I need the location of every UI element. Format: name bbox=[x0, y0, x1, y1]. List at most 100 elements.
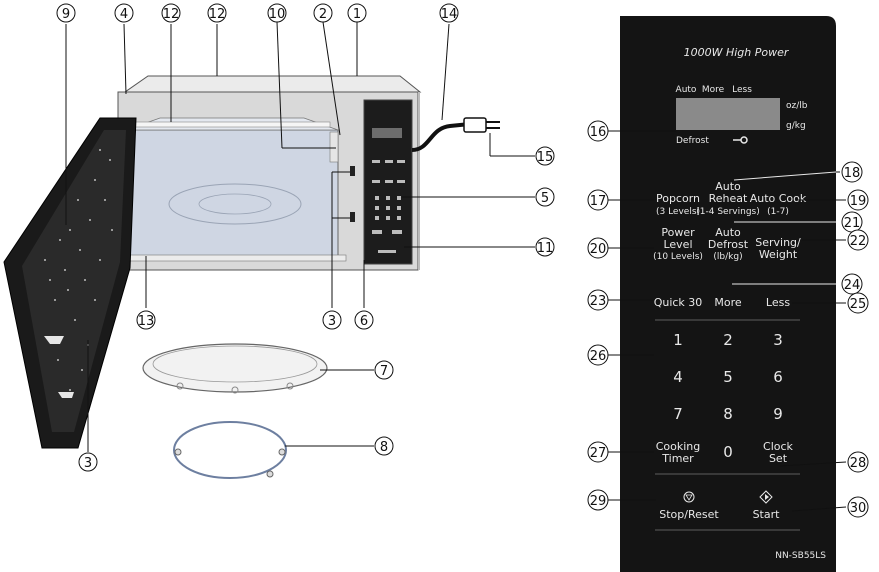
svg-text:3: 3 bbox=[84, 456, 92, 471]
key-4[interactable]: 4 bbox=[673, 368, 683, 386]
svg-text:Stop/Reset: Stop/Reset bbox=[659, 508, 719, 521]
svg-text:6: 6 bbox=[360, 314, 368, 329]
svg-text:Start: Start bbox=[753, 508, 781, 521]
callout-7: 7 bbox=[374, 360, 394, 380]
panel-title: 1000W High Power bbox=[684, 46, 790, 59]
display-more-label: More bbox=[702, 85, 725, 95]
cooking-timer-button[interactable]: Cooking Timer bbox=[656, 440, 701, 465]
glass-tray bbox=[142, 343, 328, 394]
key-8[interactable]: 8 bbox=[723, 405, 733, 423]
svg-text:(10 Levels): (10 Levels) bbox=[653, 252, 703, 262]
key-9[interactable]: 9 bbox=[773, 405, 783, 423]
cavity-light-strip bbox=[129, 121, 331, 128]
callout-17: 17 bbox=[587, 189, 609, 211]
cavity-turntable-outline bbox=[168, 183, 302, 225]
svg-text:30: 30 bbox=[850, 501, 867, 516]
auto-cook-button[interactable]: Auto Cook (1-7) bbox=[750, 192, 807, 217]
svg-text:(1-4 Servings): (1-4 Servings) bbox=[696, 207, 759, 217]
callout-15: 15 bbox=[535, 146, 555, 166]
roller-ring bbox=[173, 421, 287, 479]
svg-text:13: 13 bbox=[138, 314, 155, 329]
svg-text:25: 25 bbox=[850, 297, 867, 312]
more-button[interactable]: More bbox=[714, 296, 742, 309]
callout-1: 1 bbox=[347, 3, 367, 23]
svg-text:Clock: Clock bbox=[763, 440, 794, 453]
callout-12-right: 12 bbox=[207, 3, 227, 23]
callout-5: 5 bbox=[535, 187, 555, 207]
display-g-kg: g/kg bbox=[786, 121, 806, 131]
callout-28: 28 bbox=[847, 451, 869, 473]
callout-27: 27 bbox=[587, 441, 609, 463]
start-button[interactable]: Start bbox=[753, 490, 781, 521]
svg-text:27: 27 bbox=[590, 446, 607, 461]
svg-text:12: 12 bbox=[209, 7, 226, 22]
serving-weight-button[interactable]: Serving/ Weight bbox=[755, 236, 801, 261]
svg-text:3: 3 bbox=[328, 314, 336, 329]
svg-text:29: 29 bbox=[590, 494, 607, 509]
cavity-sill bbox=[125, 254, 347, 262]
microwave-oven bbox=[117, 75, 500, 271]
display-less-label: Less bbox=[732, 85, 752, 95]
svg-text:(3 Levels): (3 Levels) bbox=[656, 207, 700, 217]
svg-text:28: 28 bbox=[850, 456, 867, 471]
callout-3-cavity: 3 bbox=[322, 310, 342, 330]
power-cord bbox=[411, 122, 471, 152]
key-3[interactable]: 3 bbox=[773, 331, 783, 349]
callout-3-door: 3 bbox=[78, 452, 98, 472]
svg-text:23: 23 bbox=[590, 294, 607, 309]
key-0[interactable]: 0 bbox=[723, 443, 733, 461]
start-icon bbox=[759, 490, 773, 504]
clock-set-button[interactable]: Clock Set bbox=[763, 440, 794, 465]
svg-text:5: 5 bbox=[541, 191, 549, 206]
oven-door bbox=[3, 117, 137, 449]
quick-30-button[interactable]: Quick 30 bbox=[654, 296, 703, 309]
stop-reset-button[interactable]: Stop/Reset bbox=[659, 491, 719, 521]
callout-14: 14 bbox=[439, 3, 459, 23]
svg-text:(lb/kg): (lb/kg) bbox=[713, 252, 742, 262]
svg-text:17: 17 bbox=[590, 194, 607, 209]
svg-text:Timer: Timer bbox=[661, 452, 694, 465]
control-panel: 1000W High Power Auto More Less oz/lb g/… bbox=[620, 16, 836, 572]
key-5[interactable]: 5 bbox=[723, 368, 733, 386]
mini-keys bbox=[372, 160, 405, 253]
left-callouts: 1 2 10 12 12 4 9 14 15 5 11 3 6 13 7 8 3 bbox=[56, 3, 555, 472]
display-auto-label: Auto bbox=[676, 85, 697, 95]
svg-text:Weight: Weight bbox=[759, 248, 798, 261]
display-oz-lb: oz/lb bbox=[786, 101, 808, 111]
waveguide-cover bbox=[329, 131, 339, 163]
door-hook-top bbox=[44, 336, 64, 344]
panel-callouts: 16 17 20 23 26 27 29 18 19 21 22 24 25 2… bbox=[587, 120, 869, 518]
stop-icon bbox=[683, 491, 695, 503]
svg-text:26: 26 bbox=[590, 349, 607, 364]
callout-13: 13 bbox=[136, 310, 156, 330]
mini-display bbox=[372, 128, 402, 138]
svg-text:Auto: Auto bbox=[715, 180, 741, 193]
latch-hole-top bbox=[350, 166, 355, 176]
auto-reheat-button[interactable]: Auto Reheat (1-4 Servings) bbox=[696, 180, 759, 217]
less-button[interactable]: Less bbox=[766, 296, 790, 309]
key-6[interactable]: 6 bbox=[773, 368, 783, 386]
svg-text:19: 19 bbox=[850, 194, 867, 209]
door-hook-bottom bbox=[58, 392, 74, 398]
key-2[interactable]: 2 bbox=[723, 331, 733, 349]
door-window bbox=[22, 130, 126, 432]
callout-9: 9 bbox=[56, 3, 76, 23]
svg-text:Reheat: Reheat bbox=[709, 192, 748, 205]
auto-defrost-button[interactable]: Auto Defrost (lb/kg) bbox=[708, 226, 749, 262]
key-1[interactable]: 1 bbox=[673, 331, 683, 349]
svg-text:Popcorn: Popcorn bbox=[656, 192, 700, 205]
callout-24: 24 bbox=[841, 273, 863, 295]
key-7[interactable]: 7 bbox=[673, 405, 683, 423]
svg-text:Auto: Auto bbox=[715, 226, 741, 239]
child-lock-icon bbox=[733, 136, 748, 144]
panel-background bbox=[620, 16, 836, 572]
popcorn-button[interactable]: Popcorn (3 Levels) bbox=[656, 192, 700, 217]
power-level-button[interactable]: Power Level (10 Levels) bbox=[653, 226, 703, 262]
svg-text:14: 14 bbox=[441, 7, 458, 22]
model-number: NN-SB55LS bbox=[775, 551, 826, 561]
callout-6: 6 bbox=[354, 310, 374, 330]
callout-4: 4 bbox=[114, 3, 134, 23]
callout-23: 23 bbox=[587, 289, 609, 311]
